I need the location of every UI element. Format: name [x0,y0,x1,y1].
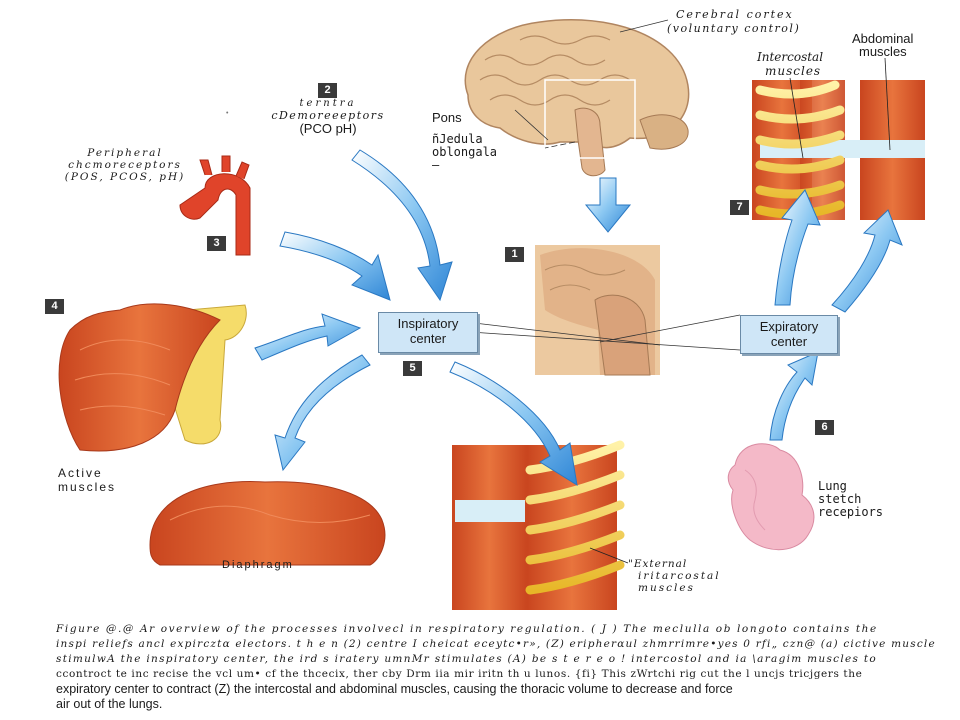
brainstem-closeup-illustration [535,245,660,376]
external-line-2: iritarcostal [638,570,721,582]
lung-line-3: recepiors [818,505,884,519]
medulla-label: ñJedula oblongala – [432,133,497,172]
arrow-central-to-inspiratory [351,149,453,302]
step-number-2: 2 [318,83,337,98]
central-line-2: cDemoreeeptors [271,109,385,122]
arrow-expiratory-to-abdominal [831,209,903,313]
step-number-3: 3 [207,236,226,251]
peripheral-line-1: Peripheral [87,147,163,159]
peripheral-line-3: (POS, PCOS, pH) [64,171,186,183]
caption-line-5: expiratory center to contract (Z) the in… [56,682,733,696]
caption-line-4: ccontroct te inc recise the vcl um• cf t… [56,668,863,680]
peripheral-line-2: chcmoreceptors [68,159,182,171]
arrow-inspiratory-to-intercostal [449,361,578,487]
dot-mark: • [226,110,229,117]
medulla-line-3: – [432,158,440,172]
caption-line-6: air out of the lungs. [56,697,163,711]
shoulder-muscle-illustration [58,303,247,452]
cerebral-cortex-label: Cerebral cortex [676,8,794,21]
external-intercostal-label: "External iritarcostal muscles [628,558,721,594]
intercostal-muscles-label: Intercostal muscles [757,50,823,78]
expiratory-center-label: Expiratory [759,319,819,334]
medulla-line-2: oblongala [432,145,498,159]
expiratory-center-label-2: center [770,334,808,349]
step-number-1: 1 [505,247,524,262]
intercostal-line-2: muscles [765,64,822,78]
lung-stretch-receptors-label: Lung stetch recepiors [818,480,883,519]
arrow-lung-to-expiratory [769,351,819,441]
abdominal-line-2: muscles [859,44,907,59]
active-line-1: Active [58,466,103,480]
inspiratory-center-box: Inspiratory center [378,312,478,353]
step-number-4: 4 [45,299,64,314]
lung-line-1: Lung [818,479,847,493]
pons-label: Pons [432,110,462,125]
ribcage-muscle-illustration [752,80,925,220]
active-line-2: muscles [58,480,117,494]
figure-caption: Figure @.@ Ar overview of the processes … [56,622,936,712]
external-line-1: "External [628,558,688,570]
external-line-3: muscles [638,582,695,594]
central-line-3: (PCO pH) [299,121,357,136]
caption-line-1: Figure @.@ Ar overview of the processes … [56,623,878,635]
caption-line-3: stimulwA the inspiratory center, the ird… [56,653,877,665]
external-intercostal-illustration [452,440,625,610]
arrow-muscles-to-inspiratory [254,313,362,361]
arrow-group [254,149,903,487]
step-number-5: 5 [403,361,422,376]
arrow-expiratory-to-intercostal [774,189,821,306]
central-line-1: terntra [299,98,357,109]
central-chemoreceptors-label: terntra cDemoreeeptors (PCO pH) [268,98,388,136]
voluntary-control-label: (voluntary control) [667,22,801,35]
step-number-7: 7 [730,200,749,215]
abdominal-line-1: Abdominal [852,31,914,46]
arrow-brain-to-medulla [584,177,632,233]
abdominal-muscles-label: Abdominal muscles [852,32,913,58]
brain-illustration [464,19,690,177]
diaphragm-label: Diaphragm [222,559,294,571]
lung-line-2: stetch [818,492,862,506]
diaphragm-illustration [149,481,386,566]
arrow-inspiratory-to-diaphragm [274,354,371,472]
active-muscles-label: Active muscles [58,466,116,494]
lung-illustration [727,443,815,551]
aorta-illustration [179,155,251,256]
expiratory-center-box: Expiratory center [740,315,838,354]
inspiratory-center-label-2: center [409,331,447,346]
inspiratory-center-label: Inspiratory [397,316,459,331]
caption-line-2: inspi reliefs ancl expircztα electors. t… [56,638,936,650]
medulla-line-1: ñJedula [432,132,483,146]
peripheral-chemoreceptors-label: Peripheral chcmoreceptors (POS, PCOS, pH… [60,147,190,183]
arrow-peripheral-to-inspiratory [279,231,391,301]
step-number-6: 6 [815,420,834,435]
intercostal-line-1: Intercostal [757,50,824,64]
